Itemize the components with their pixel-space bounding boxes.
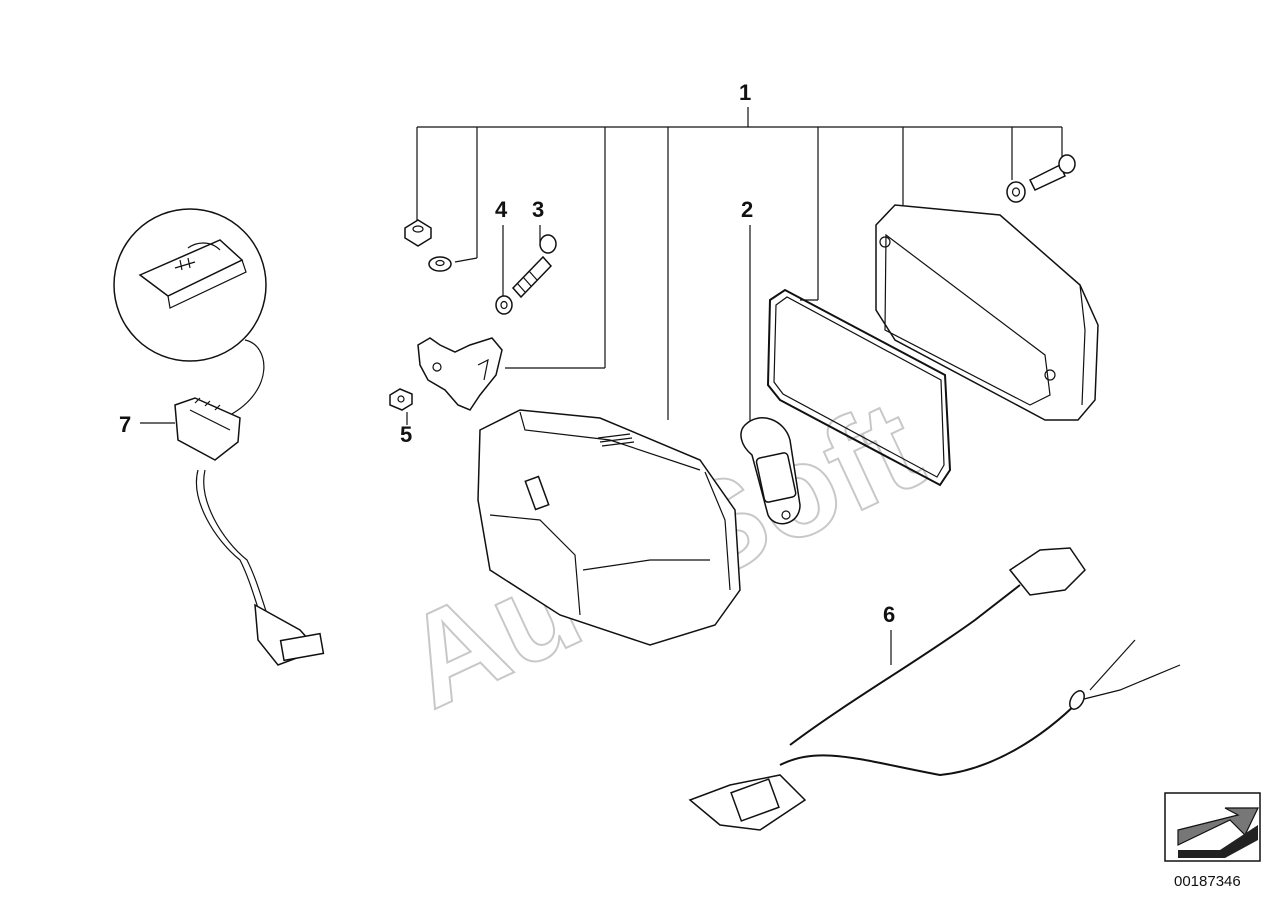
hex-nut: [404, 219, 432, 247]
bulb-2: [740, 417, 801, 525]
screw-3: [511, 234, 557, 299]
nut-5: [389, 388, 413, 411]
lamp-vent-pattern: [597, 433, 635, 447]
inset-connector-curve: [229, 339, 265, 416]
gasket: [766, 288, 952, 487]
callout-3: 3: [532, 197, 544, 222]
callout-1: 1: [739, 80, 751, 105]
screw-top: [1028, 154, 1076, 191]
callout-4: 4: [495, 197, 508, 222]
switch-7: [174, 397, 325, 666]
lamp-lens-frame: [875, 204, 1099, 421]
leader-lines-1: [416, 107, 1063, 420]
callout-5: 5: [400, 422, 412, 447]
washer-top: [1006, 181, 1026, 203]
washer-4: [495, 295, 513, 315]
callout-2: 2: [741, 197, 753, 222]
callout-7: 7: [119, 412, 131, 437]
washer: [428, 256, 452, 272]
fog-lamp-housing: [477, 409, 741, 646]
mounting-bracket: [417, 337, 503, 411]
diagram-number: 00187346: [1174, 873, 1241, 890]
navigation-arrow-icon: [1164, 792, 1261, 862]
callout-6: 6: [883, 602, 895, 627]
wiring-harness-6: [688, 547, 1181, 831]
switch-symbol-inset: [113, 208, 267, 362]
rear-fog-light-symbol-icon: [174, 257, 196, 271]
